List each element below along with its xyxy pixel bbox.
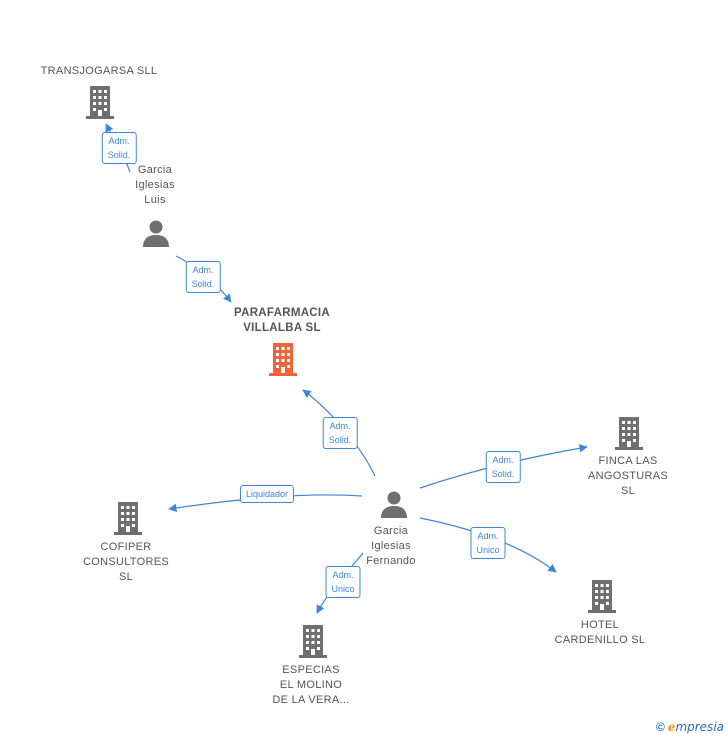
brand-logo-initial: e: [667, 720, 676, 734]
building-icon[interactable]: [84, 84, 116, 120]
building-icon[interactable]: [297, 623, 329, 659]
copyright-icon: ©: [655, 720, 665, 734]
node-label-hotel-cardenillo[interactable]: HOTEL CARDENILLO SL: [554, 619, 646, 646]
person-icon[interactable]: [141, 218, 171, 248]
brand-footer[interactable]: ©empresia: [656, 720, 724, 734]
building-icon[interactable]: [112, 500, 144, 536]
node-label-parafarmacia-villalba[interactable]: PARAFARMACIA VILLALBA SL: [233, 307, 331, 334]
node-label-especias-el-molino[interactable]: ESPECIAS EL MOLINO DE LA VERA...: [272, 664, 350, 706]
brand-logo-name: mpresia: [675, 720, 724, 734]
building-icon[interactable]: [586, 578, 618, 614]
edge-label-adm-unico[interactable]: Adm. Unico: [325, 566, 361, 598]
building-icon-highlighted[interactable]: [267, 341, 299, 377]
node-label-cofiper-consultores[interactable]: COFIPER CONSULTORES SL: [82, 541, 170, 583]
edge-label-adm-solid[interactable]: Adm. Solid.: [485, 451, 521, 483]
edge-label-adm-solid[interactable]: Adm. Solid.: [322, 417, 358, 449]
node-label-garcia-iglesias-luis[interactable]: Garcia Iglesias Luis: [135, 164, 175, 206]
edge-label-adm-solid[interactable]: Adm. Solid.: [185, 261, 221, 293]
node-label-finca-las-angosturas[interactable]: FINCA LAS ANGOSTURAS SL: [587, 455, 669, 497]
edge-label-adm-unico[interactable]: Adm. Unico: [470, 527, 506, 559]
building-icon[interactable]: [613, 415, 645, 451]
edge-label-adm-solid[interactable]: Adm. Solid.: [101, 132, 137, 164]
person-icon[interactable]: [379, 489, 409, 519]
node-label-transjogarsa[interactable]: TRANSJOGARSA SLL: [40, 65, 158, 77]
edge-label-liquidador[interactable]: Liquidador: [239, 485, 295, 503]
node-label-garcia-iglesias-fernando[interactable]: Garcia Iglesias Fernando: [366, 525, 416, 567]
